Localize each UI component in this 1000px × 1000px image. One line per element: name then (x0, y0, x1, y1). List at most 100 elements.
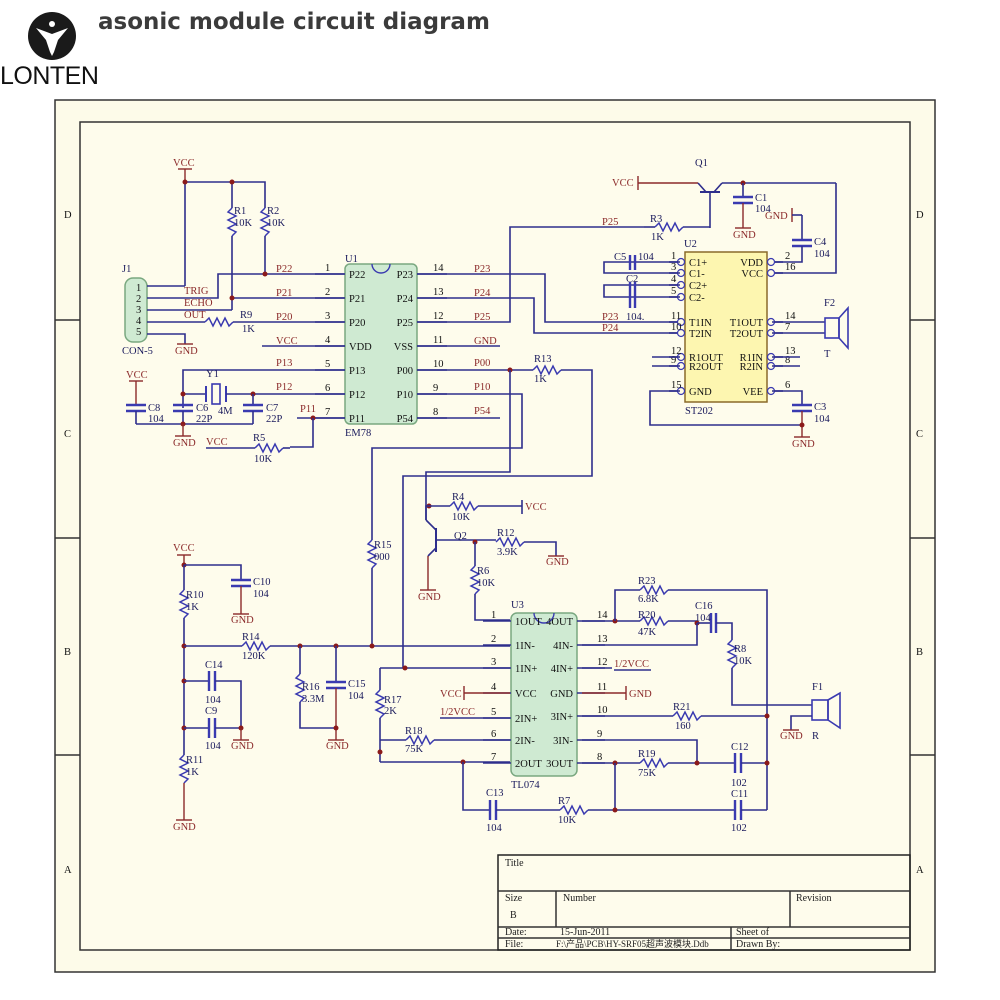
resistor-r2: R2 10K (259, 206, 286, 274)
svg-text:P12: P12 (349, 390, 365, 401)
svg-text:16: 16 (785, 262, 796, 273)
svg-text:GND: GND (689, 387, 712, 398)
svg-text:C16: C16 (695, 601, 713, 612)
resistor-r12: GND R12 3.9K (495, 528, 569, 568)
svg-text:75K: 75K (638, 768, 657, 779)
brand-logo: LONTEN (0, 8, 105, 90)
svg-text:VCC: VCC (440, 689, 462, 700)
svg-text:11: 11 (671, 311, 681, 322)
svg-text:104: 104 (205, 695, 222, 706)
svg-text:C14: C14 (205, 660, 223, 671)
svg-text:P24: P24 (602, 323, 619, 334)
ic-u3-tl074: U3 TL074 (510, 600, 578, 791)
svg-text:R23: R23 (638, 576, 656, 587)
svg-text:104: 104 (755, 204, 772, 215)
u3-right-nets: R23 6.8K R20 47K C16 104 R8 10K 1/2VCC G… (582, 576, 812, 834)
svg-text:T: T (824, 349, 831, 360)
svg-text:EM78: EM78 (345, 428, 371, 439)
svg-text:3: 3 (136, 305, 141, 316)
svg-text:4IN+: 4IN+ (551, 664, 573, 675)
svg-text:C10: C10 (253, 577, 271, 588)
svg-text:9: 9 (597, 729, 602, 740)
svg-text:13: 13 (433, 287, 444, 298)
svg-text:P54: P54 (474, 406, 491, 417)
svg-text:P11: P11 (300, 404, 316, 415)
svg-text:12: 12 (671, 346, 682, 357)
zone-label-left-b: B (64, 647, 71, 658)
drawn-by-label: Drawn By: (736, 939, 780, 950)
svg-text:ECHO: ECHO (184, 298, 213, 309)
brand-name: LONTEN (0, 62, 99, 90)
svg-text:3IN-: 3IN- (553, 736, 573, 747)
date-label: Date: (505, 927, 527, 938)
title-label: Title (505, 858, 524, 869)
svg-text:Y1: Y1 (206, 369, 219, 380)
svg-text:12: 12 (597, 657, 608, 668)
svg-text:3: 3 (325, 311, 330, 322)
svg-text:1IN+: 1IN+ (515, 664, 537, 675)
svg-text:1K: 1K (651, 232, 664, 243)
svg-text:TRIG: TRIG (184, 286, 209, 297)
svg-text:11: 11 (433, 335, 443, 346)
svg-text:6: 6 (785, 380, 790, 391)
svg-text:R: R (812, 731, 819, 742)
date-value: 15-Jun-2011 (560, 927, 610, 938)
svg-text:C2: C2 (626, 274, 638, 285)
revision-label: Revision (796, 893, 832, 904)
svg-text:ST202: ST202 (685, 406, 713, 417)
svg-text:160: 160 (675, 721, 691, 732)
svg-text:9: 9 (671, 355, 676, 366)
gnd-crystal-net: GND (136, 421, 253, 449)
u3-left-nets: R17 2K R18 75K VCC 1/2VCC C13 104 R7 10K (374, 665, 615, 834)
svg-text:47K: 47K (638, 627, 657, 638)
svg-text:2: 2 (785, 251, 790, 262)
svg-text:VCC: VCC (515, 689, 537, 700)
file-value: F:\产品\PCB\HY-SRF05超声波模块.Ddb (556, 938, 709, 949)
svg-text:2IN+: 2IN+ (515, 714, 537, 725)
svg-text:102: 102 (731, 823, 747, 834)
svg-text:C3: C3 (814, 402, 826, 413)
svg-text:14: 14 (433, 263, 444, 274)
svg-text:4M: 4M (218, 406, 233, 417)
svg-text:GND: GND (418, 592, 441, 603)
svg-text:R2: R2 (267, 206, 279, 217)
ic-u2-st202: U2 ST202 (684, 239, 768, 417)
svg-text:P21: P21 (276, 288, 292, 299)
svg-text:VSS: VSS (394, 342, 413, 353)
svg-text:1: 1 (491, 610, 496, 621)
svg-text:GND: GND (629, 689, 652, 700)
svg-text:10K: 10K (452, 512, 471, 523)
svg-text:GND: GND (231, 741, 254, 752)
svg-text:GND: GND (231, 615, 254, 626)
capacitor-c8: VCC C8 104 (126, 370, 165, 425)
resistor-r4: VCC R4 10K (425, 492, 547, 523)
svg-text:P25: P25 (602, 217, 618, 228)
svg-text:4: 4 (136, 316, 142, 327)
svg-text:10: 10 (433, 359, 444, 370)
svg-text:C1: C1 (755, 193, 767, 204)
svg-text:3.3M: 3.3M (302, 694, 325, 705)
svg-text:GND: GND (546, 557, 569, 568)
svg-text:C4: C4 (814, 237, 827, 248)
svg-text:5: 5 (136, 327, 141, 338)
svg-text:10: 10 (597, 705, 608, 716)
svg-text:104: 104 (148, 414, 165, 425)
svg-text:P24: P24 (397, 294, 414, 305)
svg-text:R12: R12 (497, 528, 515, 539)
resistor-r3: R3 1K (644, 214, 710, 243)
svg-text:10K: 10K (267, 218, 286, 229)
svg-text:5: 5 (491, 707, 496, 718)
svg-text:22P: 22P (266, 414, 283, 425)
svg-text:2: 2 (491, 634, 496, 645)
svg-text:1K: 1K (242, 324, 255, 335)
svg-text:R8: R8 (734, 644, 746, 655)
svg-text:10K: 10K (234, 218, 253, 229)
vcc-label: VCC (173, 158, 195, 169)
svg-text:102: 102 (731, 778, 747, 789)
sheet-label: Sheet of (736, 927, 770, 938)
svg-text:5: 5 (325, 359, 330, 370)
svg-text:R2OUT: R2OUT (689, 362, 723, 373)
svg-text:GND: GND (780, 731, 803, 742)
